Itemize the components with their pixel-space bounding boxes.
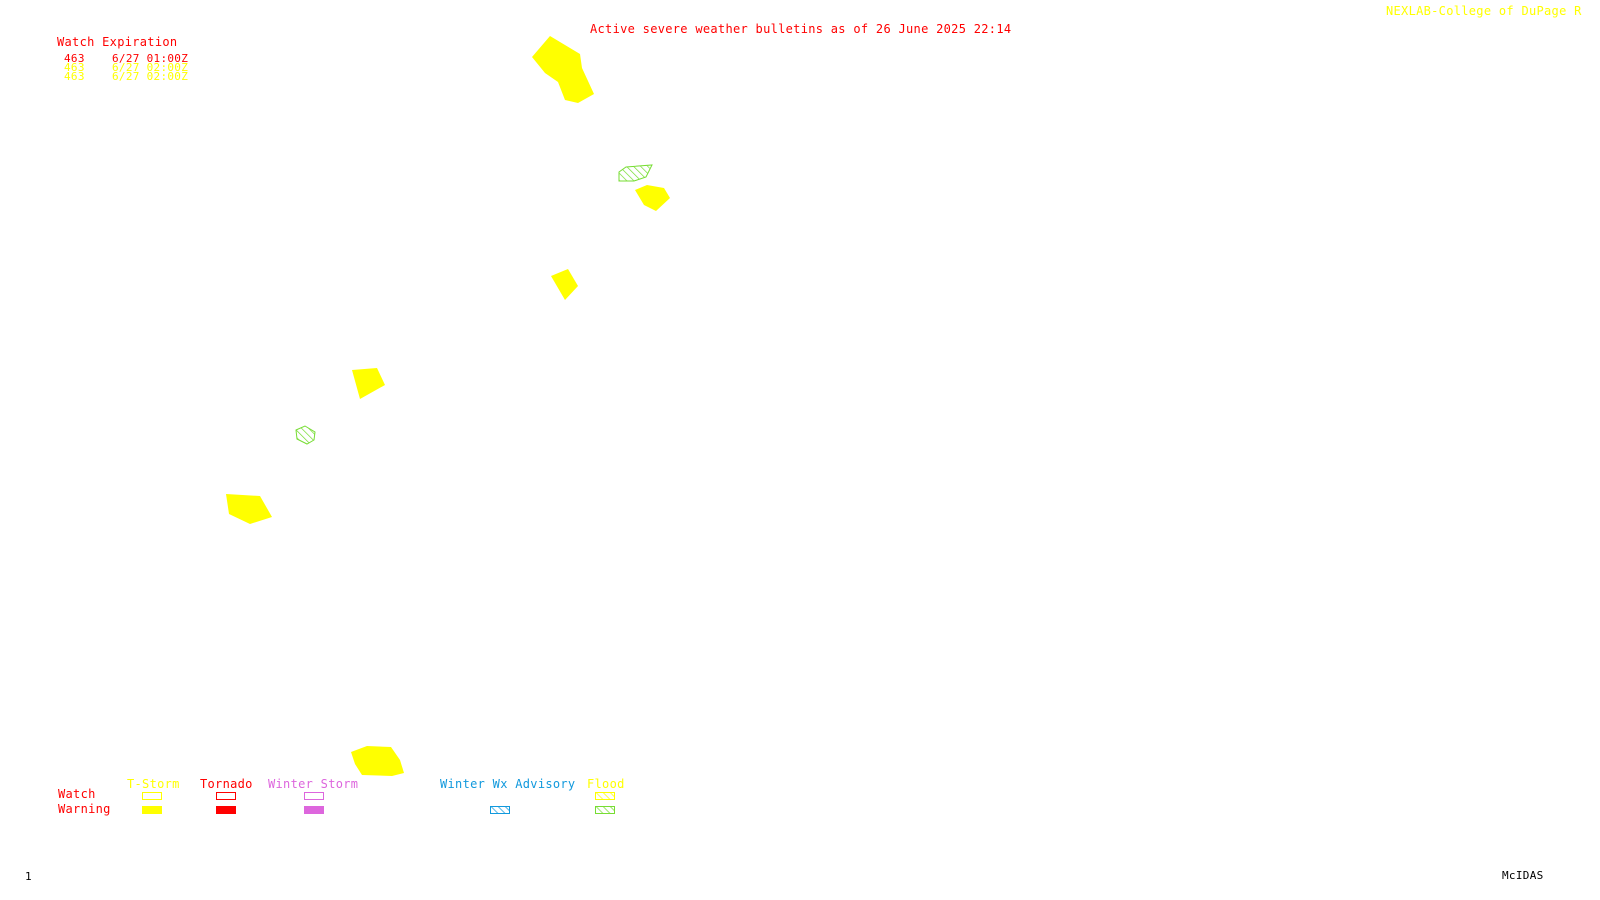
legend-watch-row-label: Watch — [58, 787, 96, 801]
watch-expiry: 6/27 02:00Z — [112, 70, 189, 83]
flood-warning-polygon — [295, 425, 316, 445]
legend-label-tstorm: T-Storm — [127, 777, 180, 791]
watch-id: 463 — [64, 61, 85, 74]
flood-warning-polygon — [618, 164, 653, 182]
thunderstorm-warning-polygon — [551, 269, 578, 300]
legend-warning-row-label: Warning — [58, 802, 111, 816]
tstorm-watch-swatch — [142, 792, 162, 800]
legend-label-tornado: Tornado — [200, 777, 253, 791]
watch-expiry: 6/27 02:00Z — [112, 61, 189, 74]
software-label: McIDAS — [1502, 869, 1544, 882]
thunderstorm-warning-polygon — [226, 494, 272, 524]
tornado-warning-swatch — [216, 806, 236, 814]
watch-expiration-heading: Watch Expiration — [57, 35, 178, 49]
tornado-watch-swatch — [216, 792, 236, 800]
winter-storm-warning-swatch — [304, 806, 324, 814]
watch-id: 463 — [64, 70, 85, 83]
legend-label-flood: Flood — [587, 777, 625, 791]
winter-wx-advisory-swatch — [490, 806, 510, 814]
flood-warning-swatch — [595, 806, 615, 814]
winter-storm-watch-swatch — [304, 792, 324, 800]
thunderstorm-warning-polygon — [351, 746, 404, 776]
tstorm-warning-swatch — [142, 806, 162, 814]
bulletin-title: Active severe weather bulletins as of 26… — [590, 22, 1012, 36]
thunderstorm-warning-polygon — [352, 368, 385, 399]
legend-label-winter-wx-advisory: Winter Wx Advisory — [440, 777, 576, 791]
thunderstorm-warning-polygon — [635, 185, 670, 211]
legend-label-winter-storm: Winter Storm — [268, 777, 359, 791]
frame-number: 1 — [25, 870, 32, 883]
thunderstorm-warning-polygon — [532, 36, 594, 103]
credit-label: NEXLAB-College of DuPage R — [1386, 4, 1582, 18]
watch-id: 463 — [64, 52, 85, 65]
watch-expiry: 6/27 01:00Z — [112, 52, 189, 65]
flood-watch-swatch — [595, 792, 615, 800]
